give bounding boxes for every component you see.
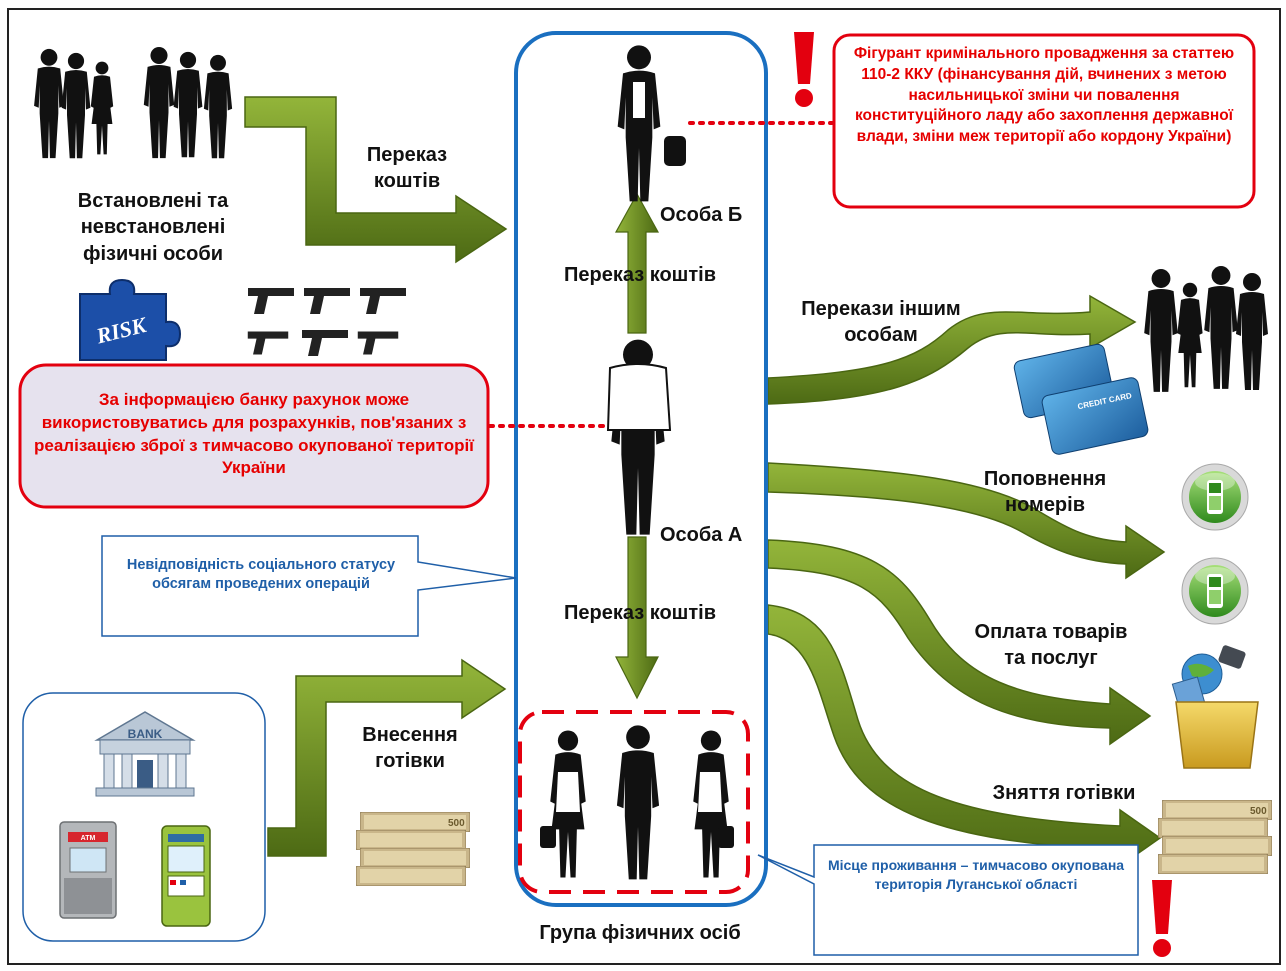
criminal-case-text: Фігурант кримінального провадження за ст… [853, 45, 1235, 146]
arrow-person-a-to-b [614, 192, 660, 334]
social-status-text: Невідповідність соціального статусу обся… [126, 557, 396, 593]
banknotes-left-icon: 500 [356, 812, 470, 886]
pistol-icon [302, 330, 348, 356]
banknote-value-right: 500 [1250, 806, 1267, 817]
exclamation-icon [794, 32, 814, 107]
arrow-person-a-to-group [615, 536, 659, 700]
shopping-bag-icon [1171, 645, 1259, 769]
label-transfer-funds-mid-bottom: Переказ коштів [564, 602, 716, 624]
pistol-icon [357, 331, 399, 355]
label-goods-services: Оплата товарів та послуг [974, 621, 1128, 670]
criminal-case-box [832, 33, 1256, 209]
mobile-phone-icon [1181, 557, 1249, 625]
label-cash-deposit: Внесення готівки [362, 724, 458, 773]
bank-sign-text: BANK [128, 727, 163, 741]
label-transfer-funds-mid-top: Переказ коштів [564, 264, 716, 286]
banknotes-right-icon: 500 [1158, 800, 1272, 874]
risk-puzzle-icon: RISK [79, 278, 182, 361]
arrow-goods-services [767, 539, 1152, 746]
label-group-of-persons: Група фізичних осіб [539, 922, 741, 944]
label-person-b: Особа Б [660, 204, 743, 226]
silhouette-group-right-icon [1144, 266, 1268, 392]
bank-info-box [18, 363, 490, 509]
pistol-icons [247, 288, 406, 356]
arrow-transfers-to-others [767, 294, 1137, 405]
label-transfer-funds-left: Переказ коштів [366, 144, 448, 193]
label-phone-topup: Поповнення номерів [983, 468, 1107, 517]
credit-card-icon: CREDIT CARD [1013, 343, 1149, 455]
arrow-phone-topup [767, 462, 1166, 580]
label-cash-withdrawal: Зняття готівки [992, 782, 1136, 804]
person-a-icon [606, 339, 672, 535]
arrow-cash-withdrawal [767, 604, 1162, 868]
label-persons-group: Встановлені та невстановлені фізичні осо… [77, 190, 229, 265]
page-border [7, 8, 1281, 965]
label-person-a: Особа А [660, 524, 743, 546]
mobile-phone-icon [1181, 463, 1249, 531]
atm-icon: ATM [59, 821, 117, 919]
atm-sign-text: ATM [81, 835, 96, 842]
label-transfers-to-others: Перекази іншим особам [801, 298, 961, 347]
bank-building-icon: BANK [94, 711, 196, 797]
group-figures-icon [540, 725, 734, 880]
arrow-transfer-from-persons [244, 96, 508, 264]
social-status-callout [101, 535, 517, 637]
pistol-icon [247, 331, 289, 355]
payment-terminal-icon [161, 825, 211, 927]
bank-info-text: За інформацією банку рахунок може викори… [34, 390, 474, 478]
residence-callout [757, 844, 1139, 956]
silhouette-group-icon [34, 46, 233, 159]
banknote-value-left: 500 [448, 818, 465, 829]
pistol-icon [304, 288, 350, 314]
residence-text: Місце проживання – тимчасово окупована т… [827, 857, 1125, 892]
central-frame [514, 31, 768, 907]
person-b-icon [617, 45, 686, 202]
pistol-icon [248, 288, 294, 314]
pistol-icon [360, 288, 406, 314]
exclamation-icon [1152, 880, 1172, 957]
arrow-cash-deposit [267, 658, 507, 857]
